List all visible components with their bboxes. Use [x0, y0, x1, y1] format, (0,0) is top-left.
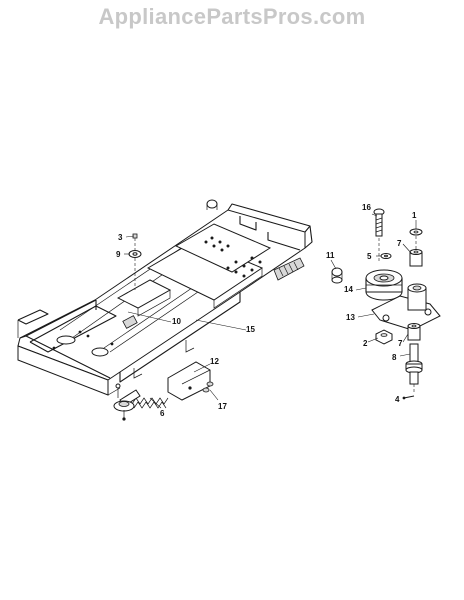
watermark-logo: AppliancePartsPros.com: [98, 4, 366, 29]
pivot-shaft-8: [405, 343, 423, 394]
callout-12: 12: [210, 357, 219, 366]
callout-8: 8: [392, 353, 397, 362]
callout-2: 2: [363, 339, 368, 348]
bolt-washer-3-9: [128, 233, 142, 290]
pulley-assembly: [365, 208, 441, 400]
callout-1: 1: [412, 211, 417, 220]
callout-7-lower: 7: [398, 339, 403, 348]
callout-4: 4: [395, 395, 400, 404]
callout-6: 6: [160, 409, 165, 418]
callout-15: 15: [246, 325, 255, 334]
mounting-holes: [204, 236, 262, 278]
carriage-bolt-16: [373, 208, 385, 262]
callout-10: 10: [172, 317, 181, 326]
leader-lines: [124, 213, 417, 409]
callout-5: 5: [367, 252, 372, 261]
callout-17: 17: [218, 402, 227, 411]
idler-arm-13: [371, 283, 441, 331]
fasteners-17: [202, 381, 214, 393]
deck-frame: [17, 199, 343, 401]
side-spacer: [331, 267, 343, 284]
rear-bracket: [273, 257, 305, 281]
callout-11: 11: [326, 251, 335, 260]
callout-14: 14: [344, 285, 353, 294]
callout-3: 3: [118, 233, 123, 242]
callout-labels: 1 2 3 4 5 6 7 7 8 9 10 11 12 13 14 15 16…: [116, 203, 417, 418]
idler-arm-spring: [113, 383, 169, 421]
callout-9: 9: [116, 250, 121, 259]
callout-13: 13: [346, 313, 355, 322]
rear-tube: [206, 199, 218, 210]
callout-16: 16: [362, 203, 371, 212]
idler-pulley-14: [365, 269, 403, 301]
callout-7-upper: 7: [397, 239, 402, 248]
